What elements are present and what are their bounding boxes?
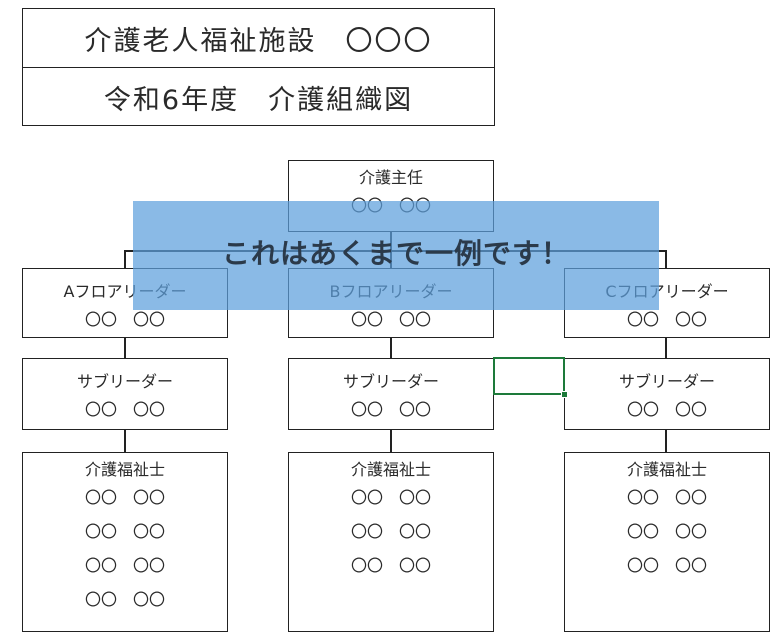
connector-b-sub (390, 338, 392, 358)
sub-b-name: 〇〇 〇〇 (350, 400, 431, 419)
sub-a-role: サブリーダー (76, 372, 173, 391)
sub-b-role: サブリーダー (342, 372, 439, 391)
staff-c-name: 〇〇 〇〇 (626, 488, 707, 507)
staff-c-name: 〇〇 〇〇 (626, 522, 707, 541)
connector-c-leader (665, 250, 667, 268)
staff-b-role: 介護福祉士 (350, 460, 431, 479)
staff-b-box: 介護福祉士 〇〇 〇〇 〇〇 〇〇 〇〇 〇〇 (288, 452, 494, 632)
sub-b-box: サブリーダー 〇〇 〇〇 (288, 358, 494, 430)
fill-handle[interactable] (561, 391, 568, 398)
staff-b-name: 〇〇 〇〇 (350, 556, 431, 575)
connector-a-sub (124, 338, 126, 358)
connector-c-staff (665, 430, 667, 452)
staff-a-name: 〇〇 〇〇 (84, 522, 165, 541)
sub-c-box: サブリーダー 〇〇 〇〇 (564, 358, 770, 430)
sub-a-name: 〇〇 〇〇 (84, 400, 165, 419)
example-note-overlay[interactable] (133, 201, 659, 310)
selected-cell[interactable] (493, 357, 565, 395)
sub-c-role: サブリーダー (618, 372, 715, 391)
connector-a-staff (124, 430, 126, 452)
connector-c-sub (665, 338, 667, 358)
staff-c-box: 介護福祉士 〇〇 〇〇 〇〇 〇〇 〇〇 〇〇 (564, 452, 770, 632)
sub-c-name: 〇〇 〇〇 (626, 400, 707, 419)
staff-a-name: 〇〇 〇〇 (84, 590, 165, 609)
title-block: 介護老人福祉施設 〇〇〇 令和6年度 介護組織図 (22, 8, 495, 126)
staff-a-name: 〇〇 〇〇 (84, 556, 165, 575)
staff-c-role: 介護福祉士 (626, 460, 707, 479)
facility-name: 介護老人福祉施設 〇〇〇 (23, 9, 494, 68)
staff-a-role: 介護福祉士 (84, 460, 165, 479)
connector-a-leader (124, 250, 126, 268)
chief-role: 介護主任 (358, 168, 423, 187)
leader-b-name: 〇〇 〇〇 (350, 310, 431, 329)
connector-b-staff (390, 430, 392, 452)
example-note-text: これはあくまで一例です！ (221, 237, 570, 270)
staff-b-name: 〇〇 〇〇 (350, 488, 431, 507)
sub-a-box: サブリーダー 〇〇 〇〇 (22, 358, 228, 430)
leader-c-name: 〇〇 〇〇 (626, 310, 707, 329)
leader-a-name: 〇〇 〇〇 (84, 310, 165, 329)
staff-c-name: 〇〇 〇〇 (626, 556, 707, 575)
chart-title: 令和6年度 介護組織図 (103, 84, 414, 116)
staff-a-box: 介護福祉士 〇〇 〇〇 〇〇 〇〇 〇〇 〇〇 〇〇 〇〇 (22, 452, 228, 632)
staff-b-name: 〇〇 〇〇 (350, 522, 431, 541)
staff-a-name: 〇〇 〇〇 (84, 488, 165, 507)
